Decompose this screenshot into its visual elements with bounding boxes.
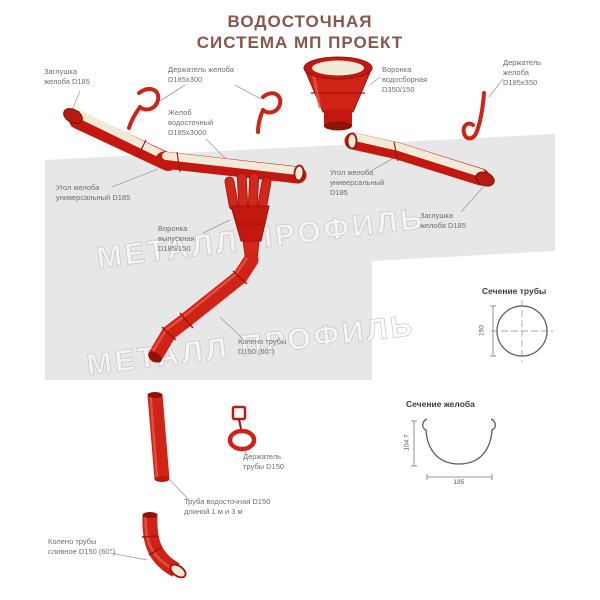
label-gutter-holder-left: Держатель желоба D185х300 <box>168 65 234 84</box>
outlet-funnel-part <box>224 172 272 263</box>
label-outlet-funnel: Воронка выпускная D185/150 <box>158 224 195 253</box>
right-gutter-part <box>344 132 490 186</box>
gutter-hook-left-b <box>256 91 283 134</box>
pipe-diameter-dim: 150 <box>478 325 486 336</box>
downpipe-part <box>147 392 170 482</box>
downpipe-elbow-part <box>148 252 259 363</box>
gutter-section-title: Сечение желоба <box>406 399 475 409</box>
label-gutter-holder-right: Держатель желоба D185х350 <box>503 58 542 87</box>
title-line-2: СИСТЕМА МП ПРОЕКТ <box>196 33 404 53</box>
page-title: ВОДОСТОЧНАЯ СИСТЕМА МП ПРОЕКТ <box>0 11 600 54</box>
gutter-hook-left-a <box>127 87 161 130</box>
label-collection-funnel: Воронка водосборная D350/150 <box>382 65 428 94</box>
label-end-cap-right: Заглушка желоба D185 <box>420 211 466 230</box>
label-drain-elbow: Колено трубы сливное D150 (60°) <box>48 537 116 556</box>
label-corner-right: Угол желоба универсальный D185 <box>330 168 385 197</box>
gutter-height-dim: 104.7 <box>403 434 411 451</box>
middle-gutter-part <box>155 151 307 184</box>
pipe-section-title: Сечение трубы <box>482 286 547 296</box>
leader-lines <box>71 76 504 561</box>
label-pipe-holder: Держатель трубы D150 <box>243 452 285 471</box>
title-line-1: ВОДОСТОЧНАЯ <box>227 12 373 31</box>
pipe-section-diagram <box>490 300 553 362</box>
label-pipe-elbow: Колено трубы D150 (60°) <box>238 337 287 356</box>
label-gutter: Желоб водосточный D185х3000 <box>168 108 214 137</box>
left-end-cap-part <box>63 108 83 124</box>
left-gutter-part <box>69 111 177 171</box>
label-corner-left: Угол желоба универсальный D185 <box>56 183 131 202</box>
gutter-section-diagram <box>411 418 496 480</box>
collection-funnel-part <box>303 56 373 131</box>
gutter-hook-right <box>461 91 486 141</box>
pipe-holder-part <box>227 405 257 452</box>
label-end-cap-left: Заглушка желоба D185 <box>44 67 90 86</box>
wall-panel <box>45 134 555 380</box>
right-end-cap-part <box>475 171 495 187</box>
gutter-width-dim: 185 <box>453 479 465 486</box>
label-pipe: Труба водосточная D150 длиной 1 м и 3 м <box>184 497 271 516</box>
drain-elbow-part <box>141 512 187 579</box>
